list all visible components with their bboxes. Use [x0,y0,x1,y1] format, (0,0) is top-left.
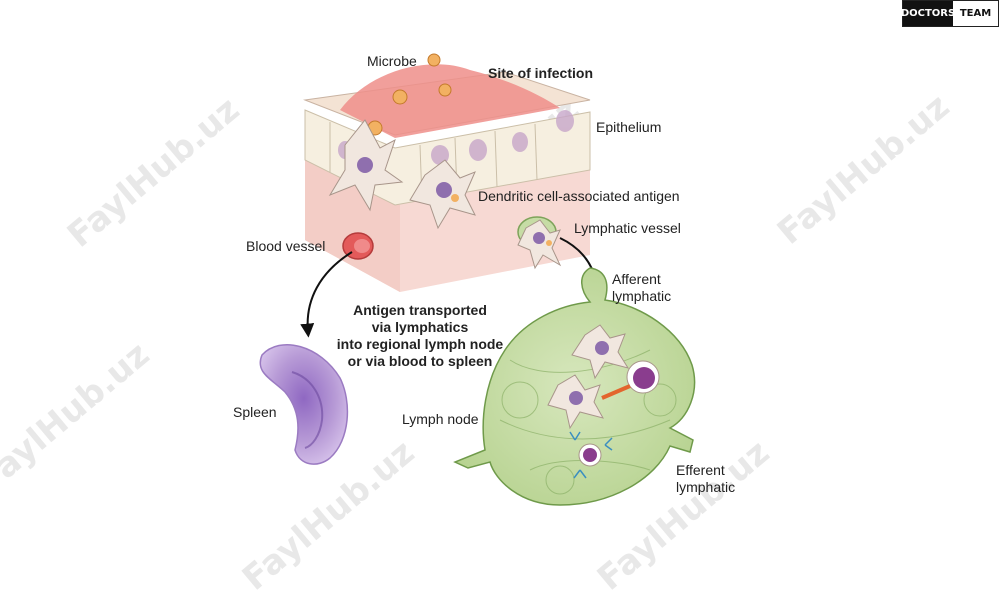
label-afferent-lymphatic: Afferent lymphatic [612,271,672,304]
illustration [259,53,696,506]
label-spleen: Spleen [233,404,277,420]
arrow-to-spleen [300,251,353,338]
doctors-team-logo: DOCTORS TEAM [901,0,999,27]
label-lymph-node: Lymph node [402,411,479,427]
tissue-block [303,53,591,292]
label-dendritic-antigen: Dendritic cell-associated antigen [478,188,680,204]
logo-part-team: TEAM [959,8,992,19]
label-site-of-infection: Site of infection [488,65,593,81]
label-lymphatic-vessel: Lymphatic vessel [574,220,681,236]
label-blood-vessel: Blood vessel [246,238,326,254]
label-efferent-lymphatic: Efferent lymphatic [676,462,736,495]
label-epithelium: Epithelium [596,119,662,135]
label-microbe: Microbe [367,53,417,69]
logo-part-doctors: DOCTORS [901,1,955,26]
lymph-node [453,267,696,506]
spleen [259,343,349,465]
label-transport-text: Antigen transported via lymphatics into … [336,302,504,369]
